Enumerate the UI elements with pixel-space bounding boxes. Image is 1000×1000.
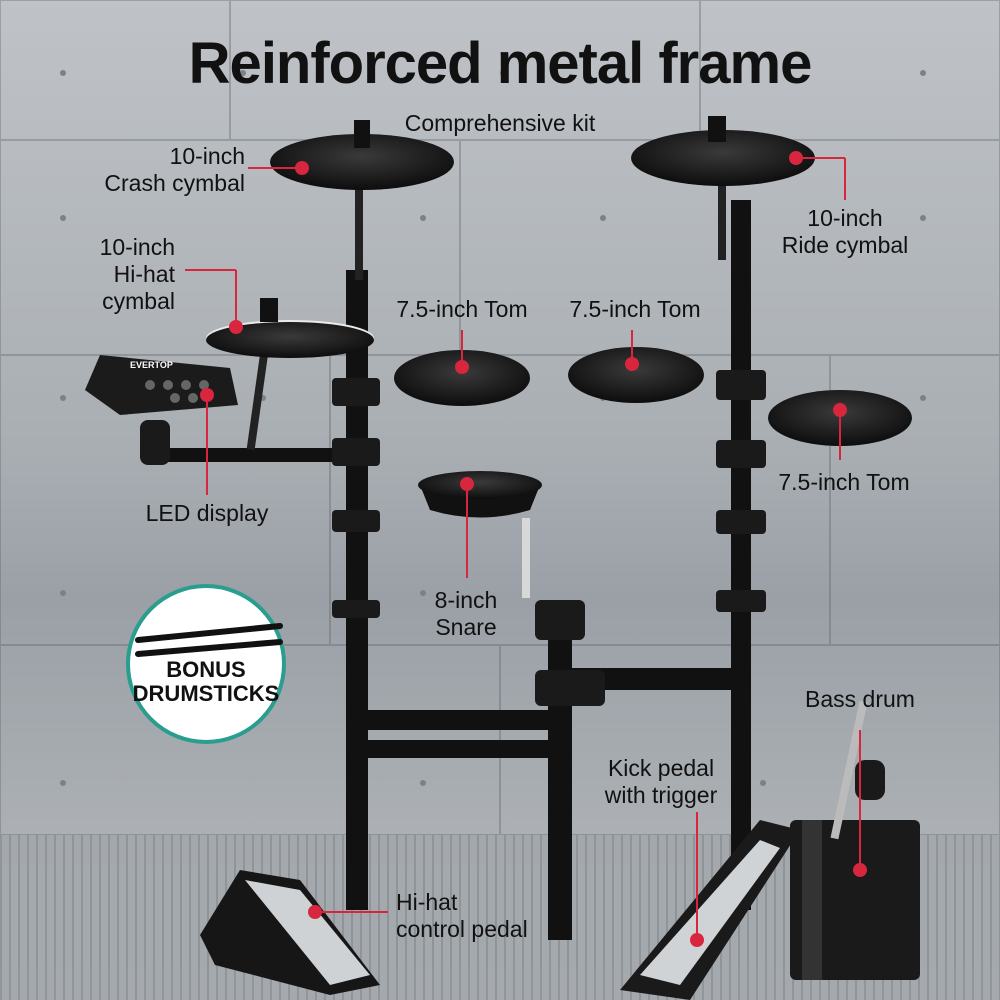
label-bass-drum: Bass drum <box>805 686 915 712</box>
crash-cymbal <box>270 134 454 190</box>
drumsticks-icon <box>135 623 283 657</box>
label-ride-size: 10-inch <box>807 205 883 231</box>
label-crash-name: Crash cymbal <box>104 170 245 196</box>
badge-line2: DRUMSTICKS <box>132 681 280 706</box>
label-snare: 8-inch Snare <box>420 587 512 641</box>
label-kick-line1: Kick pedal <box>607 755 715 781</box>
label-hihat-pedal-line2: control pedal <box>396 916 528 942</box>
wall-tile <box>230 0 700 140</box>
label-tom-2: 7.5-inch Tom <box>569 296 701 322</box>
label-kick-line2: with trigger <box>604 782 718 808</box>
label-crash: 10-inch Crash cymbal <box>90 143 245 197</box>
wall-tile <box>330 355 830 645</box>
label-hihat-line2: Hi-hat <box>113 261 175 287</box>
label-hihat-pedal: Hi-hat control pedal <box>396 889 556 943</box>
svg-text:EVERTOP: EVERTOP <box>130 360 173 370</box>
label-comprehensive: Comprehensive kit <box>404 110 596 136</box>
tom-1 <box>394 350 530 406</box>
hihat-cymbal <box>206 322 374 358</box>
label-snare-name: Snare <box>435 614 497 640</box>
label-tom-3: 7.5-inch Tom <box>778 469 910 495</box>
bonus-drumsticks-badge: BONUS DRUMSTICKS <box>126 584 286 744</box>
label-ride: 10-inch Ride cymbal <box>770 205 920 259</box>
label-led-display: LED display <box>145 500 269 526</box>
left-post <box>346 270 368 910</box>
page-title: Reinforced metal frame <box>188 31 813 96</box>
label-hihat-size: 10-inch <box>99 234 175 260</box>
label-kick-pedal: Kick pedal with trigger <box>586 755 736 809</box>
label-ride-name: Ride cymbal <box>781 232 909 258</box>
label-hihat-pedal-line1: Hi-hat <box>396 889 458 915</box>
label-crash-size: 10-inch <box>169 143 245 169</box>
label-snare-size: 8-inch <box>434 587 498 613</box>
label-hihat: 10-inch Hi-hat cymbal <box>60 234 175 315</box>
label-tom-1: 7.5-inch Tom <box>396 296 528 322</box>
wall-tile <box>0 140 460 355</box>
ride-cymbal <box>631 130 815 186</box>
tom-2 <box>568 347 704 403</box>
badge-line1: BONUS <box>166 657 246 682</box>
wall-tile <box>0 0 230 140</box>
drum-module <box>85 355 238 415</box>
label-hihat-line3: cymbal <box>102 288 175 314</box>
center-post <box>548 600 572 940</box>
snare-pad <box>418 471 542 499</box>
